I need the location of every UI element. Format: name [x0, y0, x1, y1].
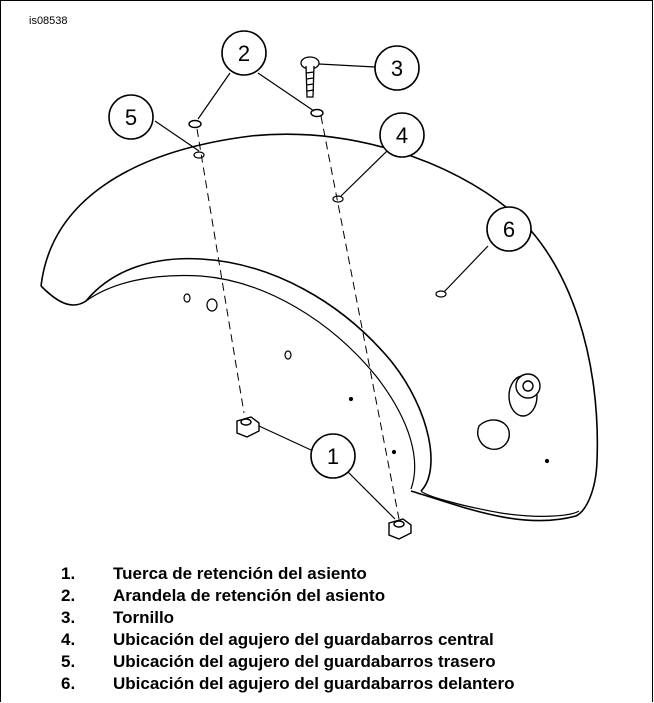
callout-3: 3	[374, 45, 420, 91]
center-washer	[310, 108, 324, 118]
fender-inner-lip	[85, 274, 416, 490]
leader-4	[340, 150, 388, 197]
fender-light-assembly	[477, 373, 541, 450]
screw-shank	[305, 65, 315, 98]
rear-alignment-line	[196, 128, 245, 414]
callout-2: 2	[221, 30, 267, 76]
screw	[300, 56, 320, 98]
washers	[188, 108, 324, 129]
light-lens	[477, 419, 510, 450]
legend-text: Tornillo	[113, 608, 175, 627]
legend-item: 4. Ubicación del agujero del guardabarro…	[61, 629, 641, 651]
rear-washer	[188, 119, 202, 129]
callout-6: 6	[486, 206, 532, 252]
legend-text: Ubicación del agujero del guardabarros c…	[113, 630, 494, 649]
side-hole-small	[183, 293, 191, 303]
center-alignment-line	[320, 115, 400, 520]
fender-holes	[183, 151, 550, 464]
callout-1-label: 1	[327, 444, 339, 469]
nuts	[236, 416, 412, 540]
fender-drawing: 2 3 5 4 6 1	[40, 30, 599, 540]
legend-number: 3.	[61, 608, 76, 627]
callout-6-label: 6	[503, 217, 515, 242]
callout-4: 4	[379, 112, 425, 158]
side-hole-large	[206, 298, 218, 312]
callout-1: 1	[310, 433, 356, 479]
center-fender-hole	[332, 195, 344, 203]
leader-6	[443, 245, 489, 293]
callout-3-label: 3	[391, 56, 403, 81]
leader-1-center	[346, 470, 396, 520]
alignment-lines	[196, 115, 400, 520]
legend-number: 1.	[61, 564, 76, 583]
callout-5-label: 5	[125, 105, 137, 130]
legend-text: Ubicación del agujero del guardabarros d…	[113, 674, 515, 693]
fender-bottom-edge	[420, 490, 580, 517]
leader-5	[154, 120, 200, 152]
legend-text: Arandela de retención del asiento	[113, 586, 386, 605]
legend-item: 1. Tuerca de retención del asiento	[61, 563, 641, 585]
front-fender-hole	[435, 290, 447, 298]
legend-item: 5. Ubicación del agujero del guardabarro…	[61, 651, 641, 673]
legend-number: 6.	[61, 674, 76, 693]
fender-inner-edge	[40, 257, 432, 492]
legend-item: 2. Arandela de retención del asiento	[61, 585, 641, 607]
leader-2-rear	[197, 72, 231, 120]
legend: 1. Tuerca de retención del asiento 2. Ar…	[61, 563, 641, 695]
legend-item: 3. Tornillo	[61, 607, 641, 629]
callout-5: 5	[108, 94, 154, 140]
legend-number: 2.	[61, 586, 76, 605]
legend-text: Tuerca de retención del asiento	[113, 564, 367, 583]
leader-1-rear	[258, 425, 312, 451]
leader-2-center	[257, 72, 315, 112]
side-dot-2	[391, 449, 397, 455]
legend-number: 4.	[61, 630, 76, 649]
callout-4-label: 4	[396, 123, 408, 148]
mount-bolt-inner	[522, 380, 534, 392]
side-dot-1	[348, 396, 354, 402]
legend-number: 5.	[61, 652, 76, 671]
figure-id: is08538	[29, 15, 68, 27]
rear-fender-hole	[193, 151, 205, 159]
legend-item: 6. Ubicación del agujero del guardabarro…	[61, 673, 641, 695]
side-dot-3	[544, 458, 550, 464]
callout-2-label: 2	[238, 41, 250, 66]
callouts: 2 3 5 4 6 1	[108, 30, 532, 479]
leader-3	[318, 63, 376, 68]
side-hole-middle	[284, 350, 292, 360]
leader-lines	[154, 63, 489, 520]
legend-text: Ubicación del agujero del guardabarros t…	[113, 652, 496, 671]
